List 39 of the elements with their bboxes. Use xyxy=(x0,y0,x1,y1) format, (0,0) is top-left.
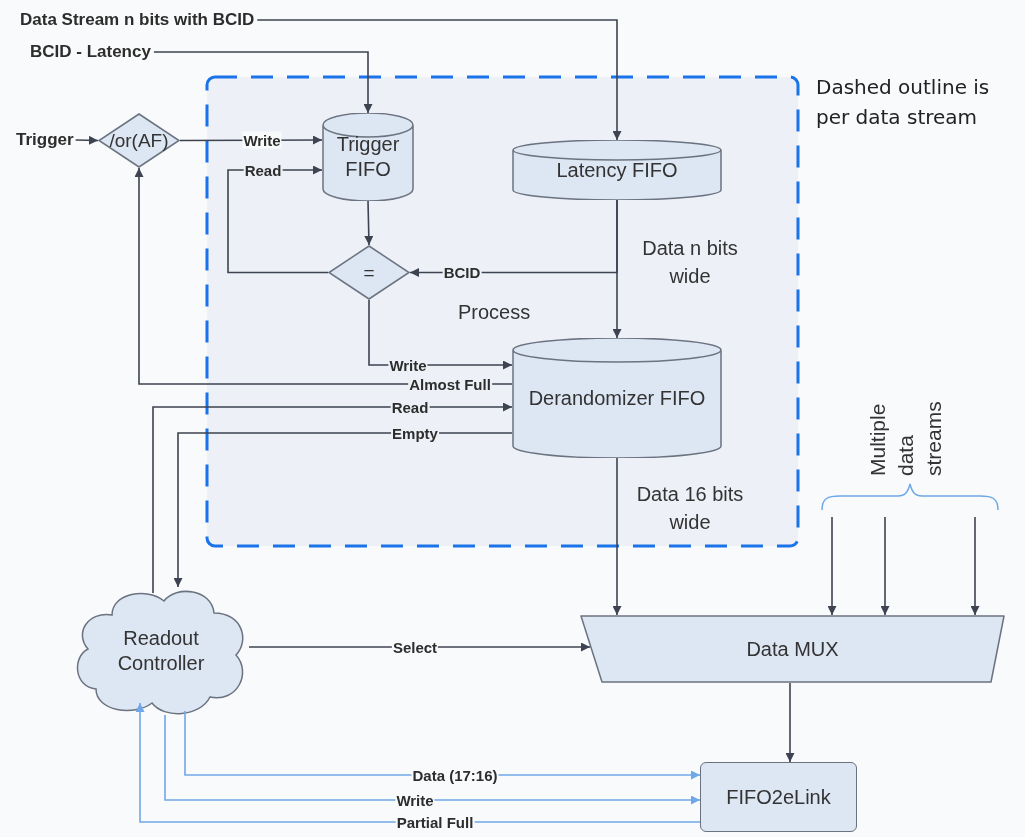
arrow xyxy=(970,516,980,616)
fifo-cylinder xyxy=(512,338,722,458)
node-label: Trigger FIFO xyxy=(335,132,401,182)
node-label: /or(AF) xyxy=(109,128,169,153)
edge-label: Write xyxy=(242,131,282,149)
signal-label: Trigger xyxy=(16,129,74,151)
rotated-label: Multiple data streams xyxy=(865,400,946,476)
edge-label: Data 16 bits wide xyxy=(635,482,745,535)
node-label: FIFO2eLink xyxy=(726,784,831,810)
fifo-cylinder xyxy=(322,113,414,201)
arrow xyxy=(785,682,795,763)
signal-label: Data Stream n bits with BCID xyxy=(20,9,255,31)
node-label: Derandomizer FIFO xyxy=(528,385,706,411)
edge-label: Data n bits wide xyxy=(641,236,739,289)
arrow xyxy=(256,19,622,141)
node-label: Readout Controller xyxy=(116,626,206,676)
compare-diamond xyxy=(328,245,410,300)
arrow xyxy=(173,432,513,588)
mux-trapezoid xyxy=(580,615,1005,683)
arrow xyxy=(153,51,373,114)
arrow xyxy=(880,516,890,616)
arrow xyxy=(248,642,591,652)
arrow xyxy=(74,135,99,145)
process-box xyxy=(700,762,857,832)
note-text: Dashed outline is per data stream xyxy=(816,74,991,131)
arrow xyxy=(164,714,701,805)
dashed-region xyxy=(205,75,800,548)
decision-diamond xyxy=(98,113,180,168)
fifo-cylinder xyxy=(512,140,722,200)
arrow xyxy=(612,199,622,339)
arrow xyxy=(152,402,513,594)
signal-label: BCID - Latency xyxy=(30,41,151,63)
node-label: Data MUX xyxy=(746,636,839,662)
arrow xyxy=(364,200,374,246)
arrow xyxy=(827,516,837,616)
arrow xyxy=(612,457,622,616)
node-label: = xyxy=(363,260,375,285)
region-title: Process xyxy=(458,300,531,325)
node-label: Latency FIFO xyxy=(556,157,678,183)
